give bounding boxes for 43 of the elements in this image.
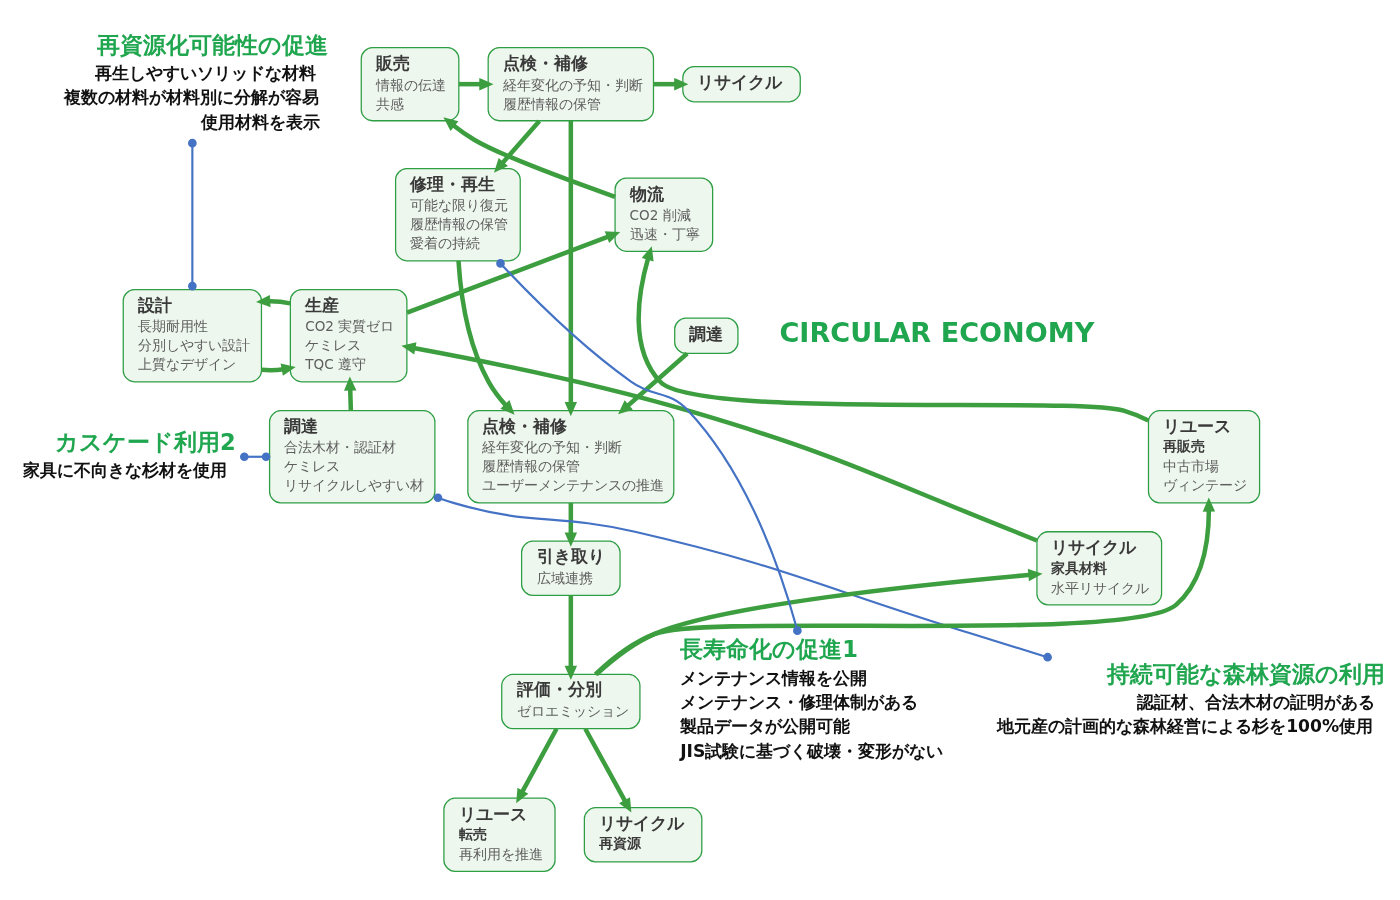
node-text: 持続可能な森林資源の利用 認証材、合法木材の証明がある 地元産の計画的な森林経営による杉を100%使用	[997, 660, 1386, 737]
arrow	[406, 231, 621, 315]
node-box: 物流 CO2 削減 迅速・丁寧	[614, 177, 714, 252]
connector	[433, 493, 1052, 662]
arrow	[593, 497, 1216, 676]
node-box: 生産 CO2 実質ゼロ ケミレス TQC 遵守	[289, 289, 408, 383]
arrow	[564, 595, 578, 681]
arrow	[443, 117, 616, 199]
label: CIRCULAR ECONOMY	[779, 316, 1095, 348]
arrow	[564, 120, 578, 417]
arrow	[516, 727, 559, 804]
node-box: リサイクル	[682, 65, 801, 103]
arrow	[636, 246, 1150, 423]
node-box: リユース 再販売 中古市場 ヴィンテージ	[1147, 410, 1261, 504]
node-box: 販売 情報の伝達 共感	[360, 46, 460, 122]
arrow	[256, 294, 291, 308]
arrow	[594, 568, 1043, 676]
node-text: 再資源化可能性の促進 再生しやすいソリッドな材料 複数の材料が材料別に分解が容易 使用材料を表示	[64, 31, 328, 132]
connector	[188, 138, 197, 291]
connector	[496, 259, 802, 635]
arrow	[459, 77, 494, 91]
node-box: 調達 合法木材・認証材 ケミレス リサイクルしやすい材	[268, 410, 436, 504]
node-text: 長寿命化の促進1 メンテナンス情報を公開 メンテナンス・修理体制がある 製品データが公開可能 JIS試験に基づく破壊・変形がない	[680, 636, 944, 761]
arrow	[583, 727, 632, 813]
arrow	[493, 119, 542, 173]
node-text: カスケード利用2 家具に不向きな杉材を使用	[23, 428, 236, 480]
node-box: 点検・補修 経年変化の予知・判断 履歴情報の保管 ユーザーメンテナンスの推進	[467, 410, 675, 504]
node-box: リサイクル 家具材料 水平リサイクル	[1036, 531, 1163, 606]
node-box: リユース 転売 再利用を推進	[443, 797, 556, 872]
node-box: 修理・再生 可能な限り復元 履歴情報の保管 愛着の持続	[394, 168, 521, 262]
node-box: 評価・分別 ゼロエミッション	[501, 673, 641, 730]
arrow	[564, 502, 578, 547]
arrow	[344, 376, 357, 411]
node-box: リサイクル 再資源	[583, 807, 703, 863]
node-box: 点検・補修 経年変化の予知・判断 履歴情報の保管	[487, 46, 655, 122]
arrow	[401, 342, 1038, 543]
node-box: 設計 長期耐用性 分別しやすい設計 上質なデザイン	[122, 289, 263, 383]
arrow	[456, 260, 515, 415]
node-box: 調達	[674, 317, 739, 354]
arrow	[653, 77, 689, 91]
node-box: 引き取り 広域連携	[520, 540, 621, 597]
arrow	[261, 363, 296, 376]
arrow	[618, 351, 689, 415]
